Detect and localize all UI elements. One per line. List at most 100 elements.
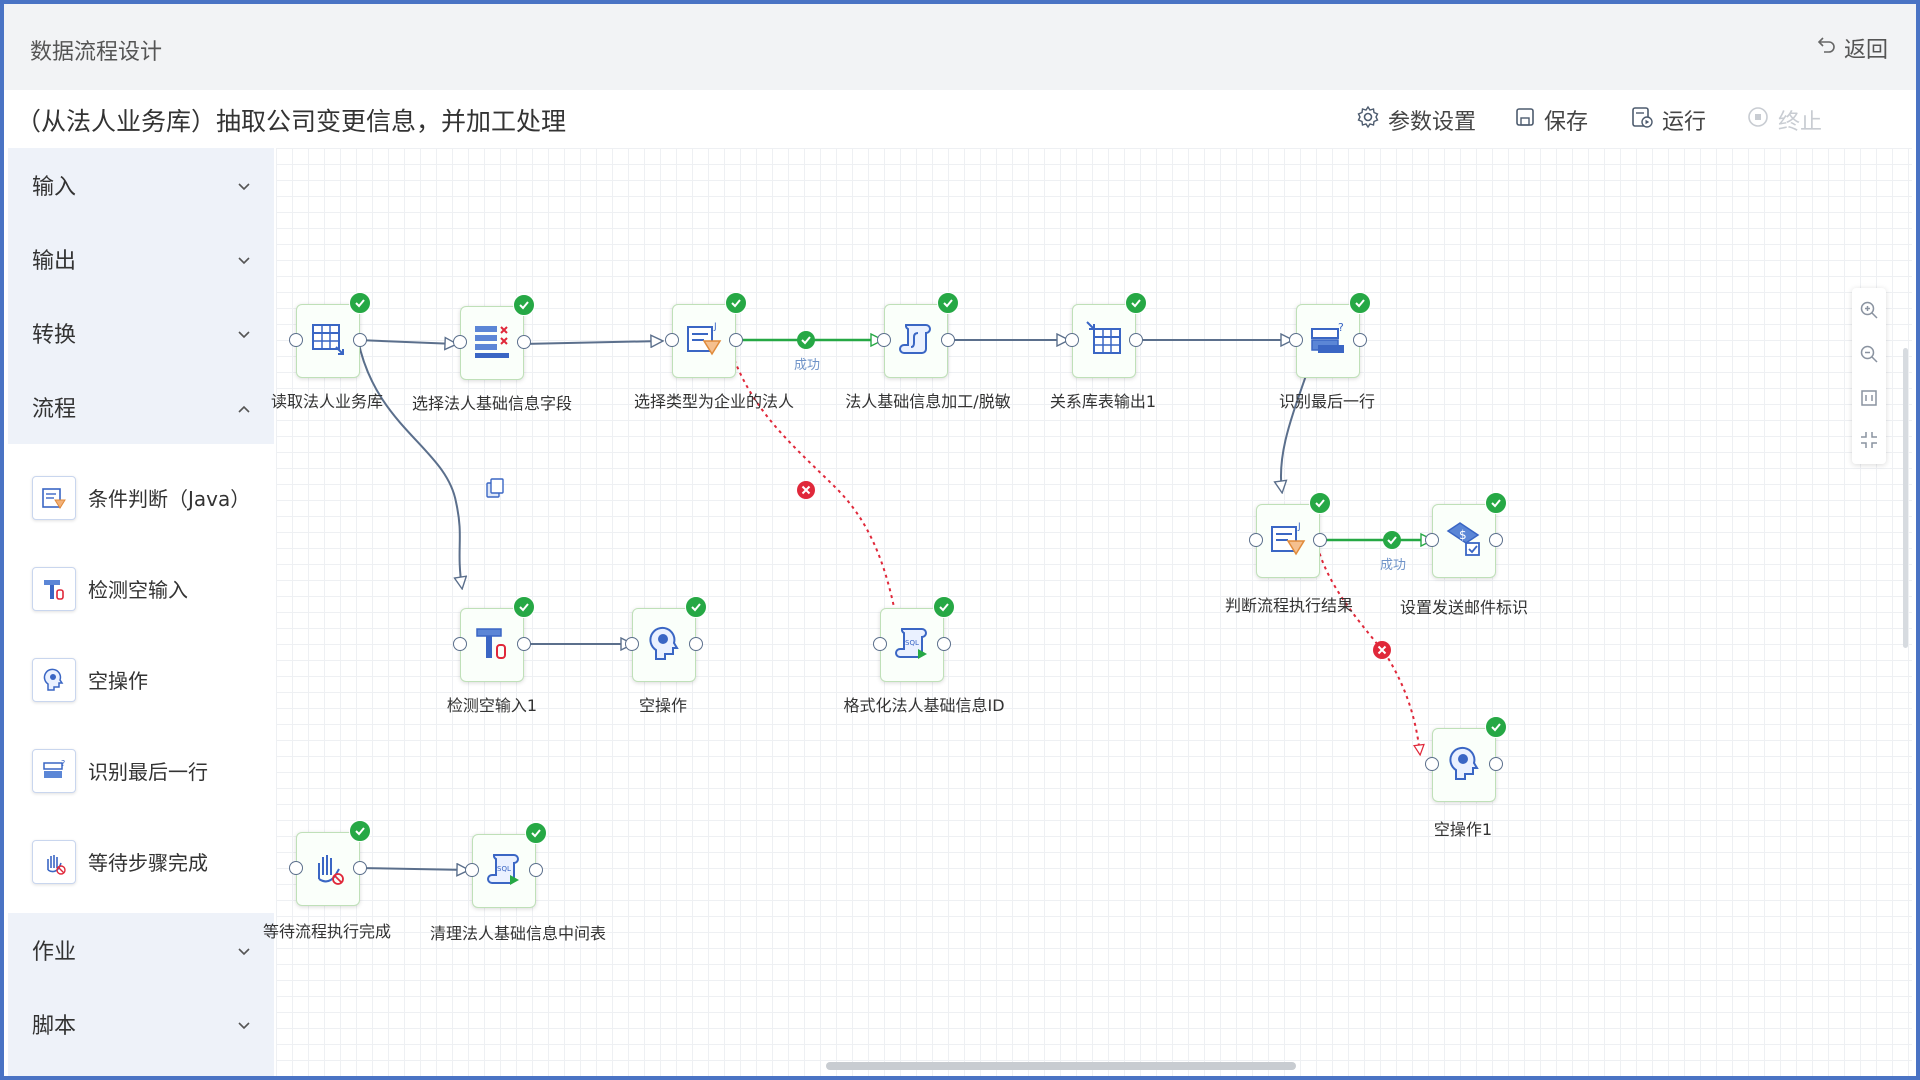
output-port[interactable] (353, 861, 367, 875)
vertical-scrollbar[interactable] (1903, 348, 1908, 648)
output-port[interactable] (529, 863, 543, 877)
output-port[interactable] (1353, 333, 1367, 347)
success-check-icon (1349, 292, 1371, 314)
chevron-down-icon (236, 250, 252, 275)
success-check-icon (525, 822, 547, 844)
detect-empty-input-icon (472, 623, 512, 667)
chevron-down-icon (236, 176, 252, 201)
input-port[interactable] (289, 861, 303, 875)
svg-text:$: $ (1459, 528, 1467, 542)
node-wait-flow-complete[interactable] (289, 820, 371, 906)
node-select-fields[interactable] (453, 294, 535, 380)
stop-label: 终止 (1778, 110, 1823, 135)
node-label: 识别最后一行 (1278, 392, 1376, 411)
identify-last-row-icon: ? (1308, 319, 1348, 363)
input-port[interactable] (1249, 533, 1263, 547)
node-clean-temp-table[interactable]: SQL (465, 822, 547, 908)
input-port[interactable] (453, 335, 467, 349)
input-port[interactable] (1425, 533, 1439, 547)
output-port[interactable] (689, 637, 703, 651)
node-set-mail-flag[interactable]: $ (1425, 492, 1507, 578)
tool-dummy-op[interactable]: 空操作 (8, 634, 274, 725)
link-n1-n2 (357, 340, 456, 344)
svg-text:J: J (713, 322, 717, 332)
input-port[interactable] (1065, 333, 1079, 347)
output-port[interactable] (937, 637, 951, 651)
node-format-legal-id[interactable]: SQL (873, 596, 955, 682)
node-table-output[interactable] (1065, 292, 1147, 378)
zoom-controls (1852, 288, 1886, 464)
input-port[interactable] (873, 637, 887, 651)
component-sidebar: 输入 输出 转换 流程 条件判断（Java） (8, 148, 274, 1076)
output-port[interactable] (517, 335, 531, 349)
output-port[interactable] (1129, 333, 1143, 347)
tool-detect-empty-input[interactable]: 检测空输入 (8, 543, 274, 634)
output-port[interactable] (517, 637, 531, 651)
run-icon (1630, 105, 1654, 135)
output-port[interactable] (1489, 757, 1503, 771)
link-n13-n14 (357, 868, 468, 870)
input-port[interactable] (289, 333, 303, 347)
node-read-legal-db[interactable] (289, 292, 371, 378)
node-process-desensitize[interactable] (877, 292, 959, 378)
gear-icon (1356, 105, 1380, 135)
stop-icon (1746, 105, 1770, 135)
node-check-flow-result[interactable]: J (1249, 492, 1331, 578)
zoom-in-icon[interactable] (1859, 300, 1879, 320)
node-filter-enterprise[interactable]: J (665, 292, 747, 378)
input-port[interactable] (877, 333, 891, 347)
output-port[interactable] (1313, 533, 1327, 547)
svg-text:?: ? (1338, 321, 1344, 334)
flow-canvas[interactable]: 成功 成功 读取法人业务库 选择法人基础信息字段 (263, 148, 1912, 1076)
run-button[interactable]: 运行 (1630, 104, 1706, 136)
category-flow[interactable]: 流程 (8, 370, 274, 444)
category-input[interactable]: 输入 (8, 148, 274, 222)
back-button[interactable]: 返回 (1816, 32, 1888, 64)
params-button[interactable]: 参数设置 (1356, 104, 1476, 136)
category-job[interactable]: 作业 (8, 913, 274, 987)
detect-empty-input-icon (32, 566, 76, 611)
node-dummy-op[interactable] (625, 596, 707, 682)
output-port[interactable] (729, 333, 743, 347)
dummy-op-icon (644, 623, 684, 667)
tool-wait-step[interactable]: 等待步骤完成 (8, 816, 274, 907)
sql-script-icon: SQL (484, 849, 524, 893)
fit-view-icon[interactable] (1859, 388, 1879, 408)
tool-identify-last-row[interactable]: ? 识别最后一行 (8, 725, 274, 816)
collapse-icon[interactable] (1859, 430, 1879, 450)
category-output[interactable]: 输出 (8, 222, 274, 296)
category-label: 输出 (32, 249, 77, 274)
input-port[interactable] (1289, 333, 1303, 347)
horizontal-scrollbar[interactable] (826, 1062, 1296, 1070)
link-n10-n12-error (1315, 539, 1420, 754)
dummy-op-icon (32, 657, 76, 702)
save-button[interactable]: 保存 (1514, 104, 1588, 136)
category-transform[interactable]: 转换 (8, 296, 274, 370)
output-port[interactable] (941, 333, 955, 347)
success-check-icon (513, 596, 535, 618)
link-n1-n7 (357, 339, 462, 588)
input-port[interactable] (625, 637, 639, 651)
select-fields-icon (471, 320, 513, 366)
category-script[interactable]: 脚本 (8, 987, 274, 1061)
category-label: 输入 (32, 175, 77, 200)
node-detect-empty-input[interactable] (453, 596, 535, 682)
chevron-down-icon (236, 324, 252, 349)
link-n2-n3 (521, 341, 662, 344)
wait-step-icon (308, 847, 348, 891)
svg-text:SQL: SQL (905, 639, 919, 647)
input-port[interactable] (1425, 757, 1439, 771)
zoom-out-icon[interactable] (1859, 344, 1879, 364)
input-port[interactable] (665, 333, 679, 347)
node-identify-last-row[interactable]: ? (1289, 292, 1371, 378)
input-port[interactable] (453, 637, 467, 651)
node-dummy-op-1[interactable] (1425, 716, 1507, 802)
wait-step-icon (32, 839, 76, 884)
tool-condition-java[interactable]: 条件判断（Java） (8, 452, 274, 543)
output-port[interactable] (353, 333, 367, 347)
input-port[interactable] (465, 863, 479, 877)
success-check-icon (1309, 492, 1331, 514)
output-port[interactable] (1489, 533, 1503, 547)
stop-button[interactable]: 终止 (1746, 104, 1822, 136)
tool-label: 空操作 (88, 669, 148, 693)
